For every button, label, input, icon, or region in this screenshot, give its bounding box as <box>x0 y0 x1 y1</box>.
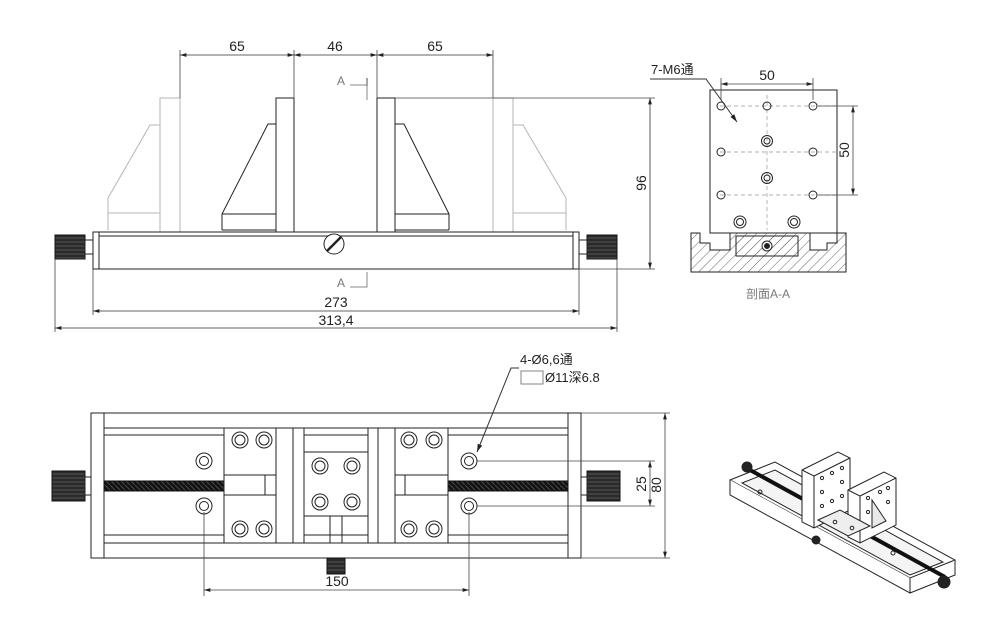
m6-holes <box>716 101 818 229</box>
dim-height: 96 <box>633 175 649 191</box>
section-dim-width: 50 <box>759 67 775 83</box>
left-jaw <box>221 97 295 233</box>
top-right-knob-icon <box>586 470 621 502</box>
section-mark-bottom: A <box>337 276 345 290</box>
front-view <box>54 50 655 332</box>
dim-inner-length: 273 <box>324 294 348 310</box>
dim-top-mid: 46 <box>327 38 343 54</box>
carriage-holes <box>231 431 443 538</box>
section-hole-note: 7-M6通 <box>651 62 694 77</box>
dim-top-left: 65 <box>229 38 245 54</box>
left-knob-icon <box>54 234 86 260</box>
top-left-knob-icon <box>51 470 86 502</box>
isometric-assembly-icon <box>728 451 957 594</box>
right-knob-icon <box>586 234 618 260</box>
bottom-screw-icon <box>326 557 346 575</box>
dim-top-right: 65 <box>427 38 443 54</box>
section-view <box>650 78 858 273</box>
top-dim-outer: 80 <box>648 477 664 493</box>
top-dim-inner: 25 <box>633 476 649 492</box>
section-caption: 剖面A-A <box>746 287 790 301</box>
right-jaw <box>376 97 450 233</box>
dim-total-length: 313,4 <box>318 312 353 328</box>
top-hole-note-2: Ø11深6.8 <box>545 370 600 385</box>
top-view <box>51 367 670 596</box>
phantom-jaws <box>107 97 567 233</box>
top-hole-note-1: 4-Ø6,6通 <box>520 352 573 367</box>
top-dim-spacing: 150 <box>325 573 349 589</box>
section-dim-height: 50 <box>836 142 852 158</box>
section-mark-top: A <box>337 74 345 88</box>
